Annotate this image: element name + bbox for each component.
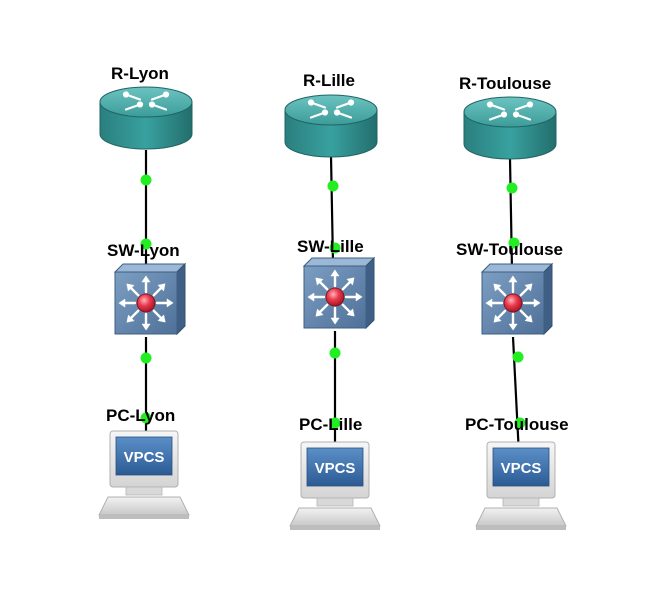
vpcs-screen-text: VPCS (315, 460, 356, 477)
router-label-toulouse: R-Toulouse (459, 74, 552, 93)
nodes-layer: VPCS VPCS VPCS (98, 86, 567, 530)
link-status-dot-lyon-3 (140, 352, 152, 364)
pc-label-lyon: PC-Lyon (106, 406, 176, 425)
link-status-dot-lille-4 (329, 417, 341, 429)
vpcs-computer-icon-toulouse[interactable]: VPCS (475, 441, 567, 530)
link-status-dot-lille-1 (327, 180, 339, 192)
router-icon-lille[interactable] (284, 94, 378, 158)
link-status-dot-lille-3 (329, 347, 341, 359)
vpcs-computer-icon-lyon[interactable]: VPCS (98, 430, 190, 519)
pc-label-lille: PC-Lille (299, 415, 363, 434)
switch-label-lyon: SW-Lyon (107, 241, 180, 260)
vpcs-screen-text: VPCS (124, 449, 165, 466)
vpcs-screen-text: VPCS (501, 460, 542, 477)
pc-label-toulouse: PC-Toulouse (465, 415, 569, 434)
vpcs-computer-icon-lille[interactable]: VPCS (289, 441, 381, 530)
router-label-lille: R-Lille (303, 71, 355, 90)
link-status-dot-toulouse-1 (506, 182, 518, 194)
link-toulouse-router-switch[interactable] (508, 158, 514, 271)
router-label-lyon: R-Lyon (111, 64, 169, 83)
multilayer-switch-icon-lyon[interactable] (113, 262, 187, 336)
switch-label-lille: SW-Lille (297, 237, 364, 256)
router-icon-lyon[interactable] (99, 86, 193, 150)
multilayer-switch-icon-toulouse[interactable] (480, 262, 554, 336)
switch-label-toulouse: SW-Toulouse (456, 240, 563, 259)
link-status-dot-toulouse-3 (512, 351, 524, 363)
multilayer-switch-icon-lille[interactable] (302, 256, 376, 330)
link-status-dot-lyon-1 (140, 174, 152, 186)
link-status-dot-lille-2 (329, 242, 341, 254)
link-status-dot-toulouse-4 (514, 417, 526, 429)
router-icon-toulouse[interactable] (463, 96, 557, 160)
links-layer (140, 150, 526, 456)
link-status-dot-lyon-2 (140, 238, 152, 250)
link-status-dot-lyon-4 (140, 412, 152, 424)
link-status-dot-toulouse-2 (508, 237, 520, 249)
